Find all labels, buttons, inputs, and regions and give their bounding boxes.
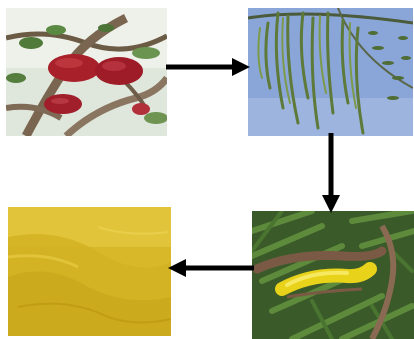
arrow-down bbox=[320, 133, 342, 215]
yellow-powder-photo bbox=[8, 207, 171, 336]
red-fruit-photo bbox=[6, 8, 167, 136]
arrow-right bbox=[166, 57, 252, 77]
arrow-left bbox=[164, 258, 254, 278]
yellow-pod-photo bbox=[252, 211, 414, 339]
green-pods-photo bbox=[248, 8, 413, 136]
